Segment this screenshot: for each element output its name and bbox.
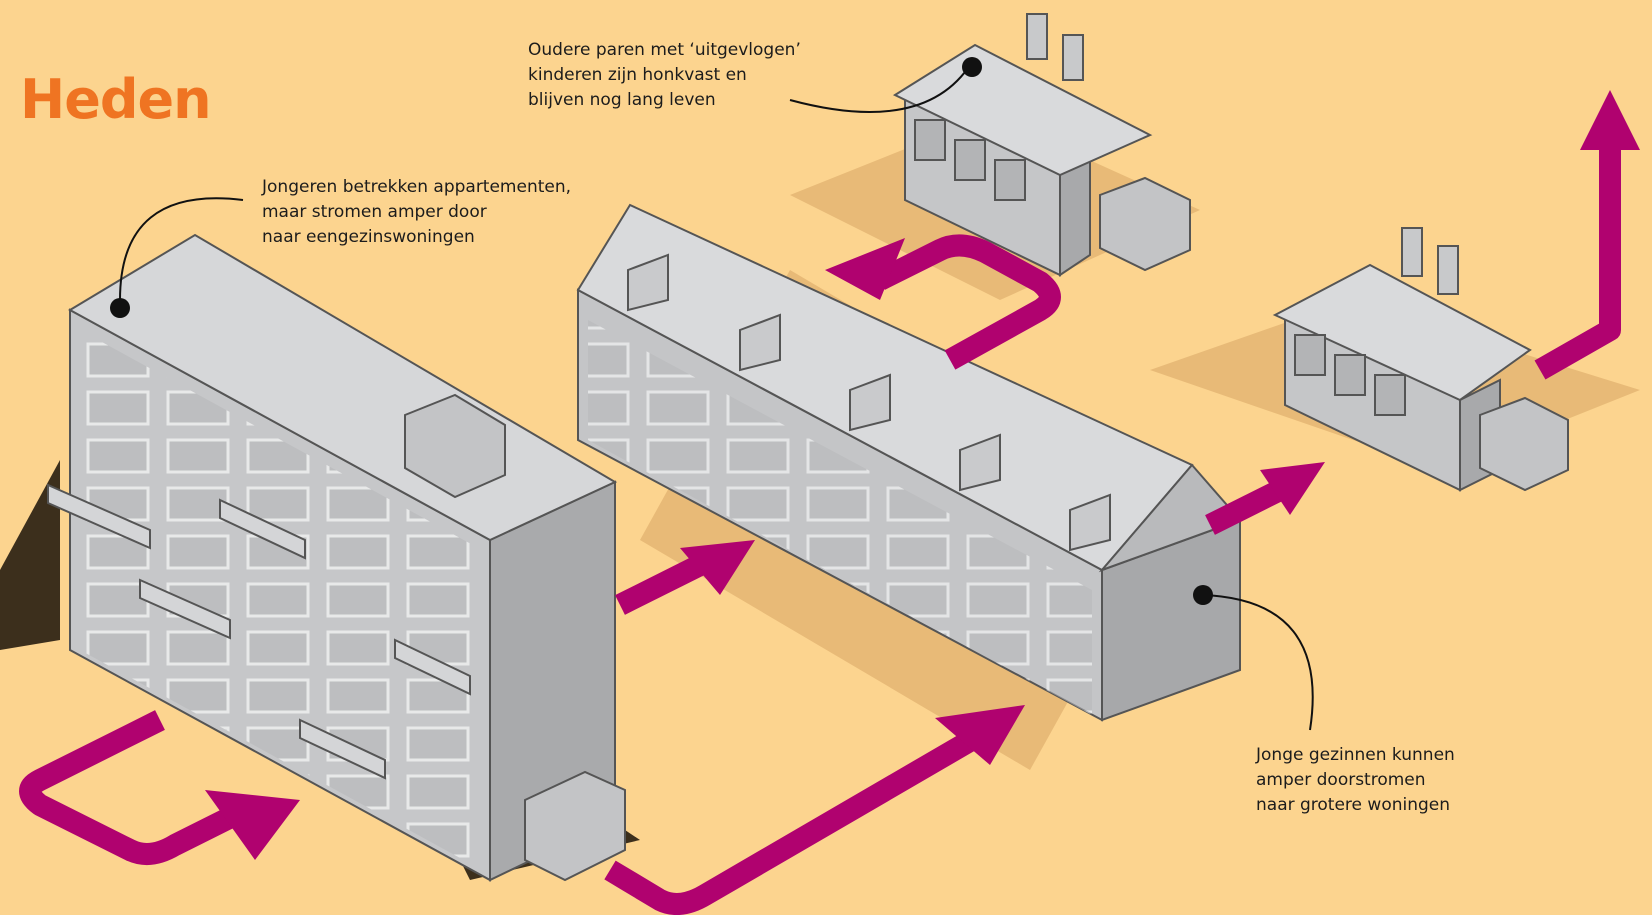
callout-line: Jongeren betrekken appartementen, [262,177,572,197]
arrowheads [205,90,1640,860]
flow-arrow-bottom [604,725,986,915]
detached-house-right-icon [1272,227,1569,492]
flow-arrow-up-right [1534,150,1621,380]
page-title: Heden [20,68,212,131]
callout-dot-young [110,298,130,318]
callout-line: Oudere paren met ‘uitgevlogen’ [528,40,801,60]
arrowhead-1 [205,790,300,860]
leader-lines [119,67,1314,731]
arrowhead-5 [1260,462,1325,515]
arrowhead-3 [935,705,1025,765]
leader-line-families [1202,594,1314,731]
callout-dot-families [1193,585,1213,605]
flow-arrow-left-loop [19,710,250,865]
apartment-building-icon [47,233,626,882]
flow-arrow-loop-top [875,234,1061,370]
leader-line-young [119,197,244,301]
flow-arrow-to-rowhouse-top [615,555,705,615]
callout-young-people: Jongeren betrekken appartementen, maar s… [262,175,571,250]
callout-dots [110,57,1213,605]
flow-arrow-to-right-house [1205,480,1285,535]
arrowhead-6 [1580,90,1640,150]
callout-line: naar eengezinswoningen [262,227,475,247]
flow-arrows [19,150,1621,915]
callout-line: naar grotere woningen [1256,795,1451,815]
leader-line-older [789,67,969,113]
callout-line: kinderen zijn honkvast en [528,65,747,85]
callout-older-couples: Oudere paren met ‘uitgevlogen’ kinderen … [528,38,801,113]
row-houses-icon [576,203,1242,722]
callout-line: amper doorstromen [1256,770,1426,790]
callout-line: maar stromen amper door [262,202,487,222]
arrowhead-2 [680,540,755,595]
callout-dot-older [962,57,982,77]
callout-line: Jonge gezinnen kunnen [1256,745,1455,765]
detached-house-top-icon [892,13,1191,277]
arrowhead-4 [825,238,905,300]
callout-line: blijven nog lang leven [528,90,716,110]
callout-young-families: Jonge gezinnen kunnen amper doorstromen … [1256,743,1455,818]
